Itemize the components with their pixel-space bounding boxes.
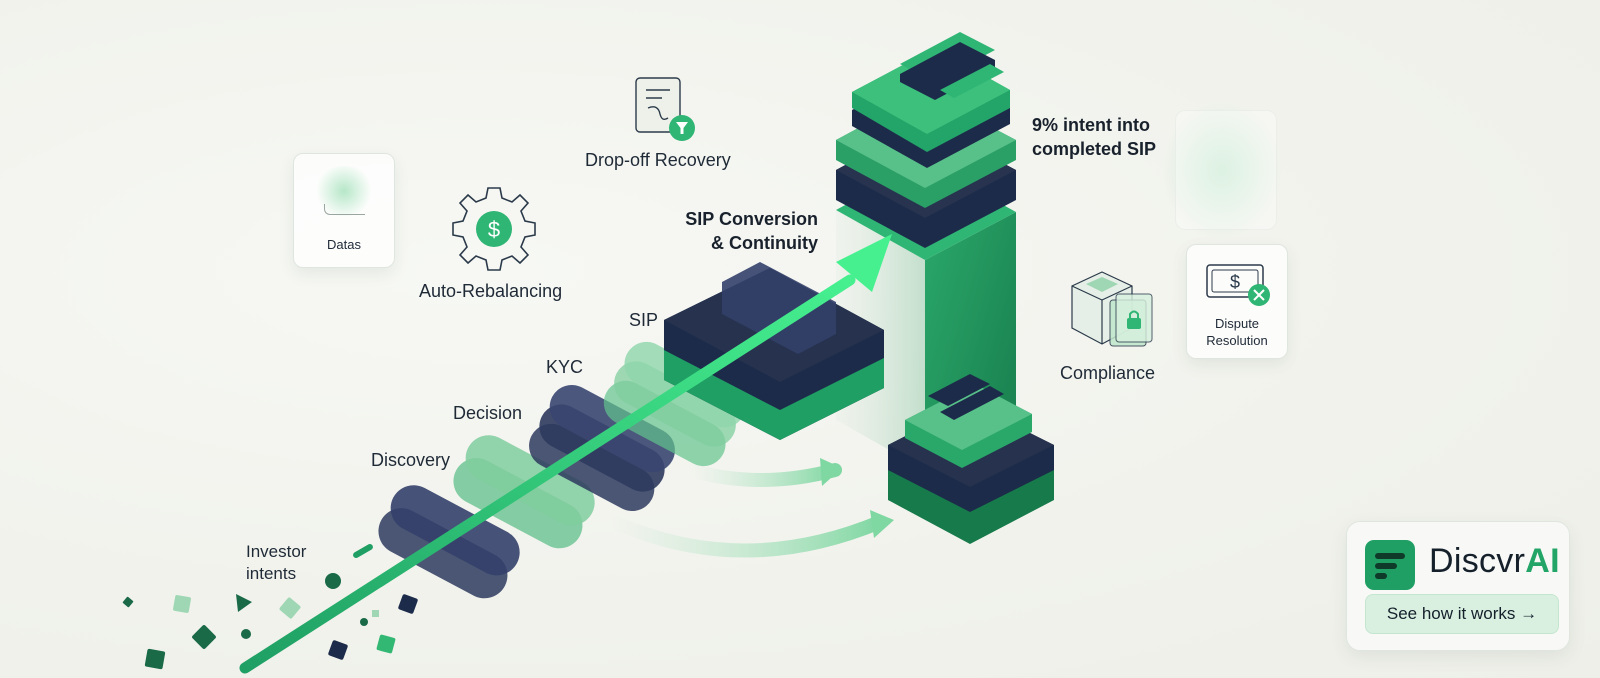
stage-label-sip: SIP — [629, 310, 658, 331]
feature-label-compliance: Compliance — [1060, 363, 1155, 384]
highlight-sip-conversion: SIP Conversion & Continuity — [684, 207, 818, 255]
feature-label-auto-rebalancing: Auto-Rebalancing — [419, 281, 562, 302]
faded-card — [1175, 110, 1277, 230]
gear-dollar-icon: $ — [453, 188, 535, 270]
see-how-it-works-button[interactable]: See how it works → — [1365, 594, 1559, 634]
brand-panel: DiscvrAI See how it works → — [1346, 521, 1570, 651]
stage-label-decision: Decision — [453, 403, 522, 424]
svg-text:$: $ — [488, 217, 500, 242]
datas-card: Datas — [293, 153, 395, 268]
cube-lock-icon — [1072, 272, 1152, 346]
brand-name-suffix: AI — [1525, 542, 1560, 580]
svg-text:$: $ — [1230, 272, 1240, 292]
document-filter-icon — [636, 78, 695, 141]
datas-label: Datas — [294, 236, 394, 253]
stage-label-discovery: Discovery — [371, 450, 450, 471]
brand-name: DiscvrAI — [1429, 542, 1560, 581]
feature-label-drop-off-recovery: Drop-off Recovery — [585, 150, 731, 171]
dispute-resolution-card: $ Dispute Resolution — [1186, 244, 1288, 359]
highlight-intent-completed: 9% intent into completed SIP — [1032, 113, 1156, 161]
discvrai-logo-icon — [1365, 540, 1415, 590]
brand-name-prefix: Discvr — [1429, 542, 1525, 580]
datas-tray-icon — [324, 204, 365, 215]
stage-label-kyc: KYC — [546, 357, 583, 378]
cash-cancel-icon: $ — [1187, 253, 1287, 313]
dispute-resolution-label: Dispute Resolution — [1187, 315, 1287, 349]
stage-label-investor-intents: Investor intents — [246, 541, 306, 585]
